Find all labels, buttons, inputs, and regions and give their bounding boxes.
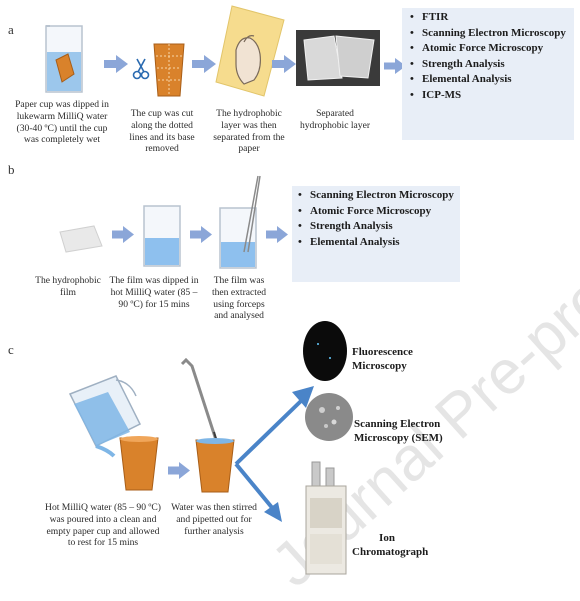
arrow-icon <box>190 226 212 243</box>
pouring-beaker-icon <box>68 375 142 458</box>
caption-c2: Water was then stirred and pipetted out … <box>171 502 257 537</box>
sem-image-icon <box>305 393 353 441</box>
caption-b2: The film was dipped in hot MilliQ water … <box>109 275 199 310</box>
arrow-icon <box>168 462 190 479</box>
beaker-with-forceps-icon <box>219 175 261 269</box>
technique-item: •Atomic Force Microscopy <box>298 204 432 217</box>
cut-cup-icon <box>153 43 185 97</box>
hand-peeling-icon <box>215 5 285 97</box>
caption-b1: The hydrophobic film <box>35 275 101 298</box>
technique-ion-chromatograph: Ion Chromatograph <box>352 532 429 558</box>
panel-b-technique-list: •Scanning Electron Microscopy •Atomic Fo… <box>292 186 460 282</box>
arrow-icon <box>266 226 288 243</box>
caption-a4: Separated hydrophobic layer <box>299 108 371 131</box>
hydrophobic-film-icon <box>59 225 103 253</box>
caption-a3: The hydrophobic layer was then separated… <box>213 108 285 155</box>
technique-sem: Scanning Electron Microscopy (SEM) <box>354 418 443 444</box>
separated-layer-icon <box>296 30 380 86</box>
caption-b3: The film was then extracted using forcep… <box>211 275 267 322</box>
caption-a2: The cup was cut along the dotted lines a… <box>129 108 195 155</box>
technique-item: •Scanning Electron Microscopy <box>298 189 454 201</box>
beaker-icon <box>143 205 181 267</box>
ion-chromatograph-icon <box>305 461 347 575</box>
technique-item: •Strength Analysis <box>410 57 505 70</box>
beaker-with-cup-icon <box>45 25 83 93</box>
technique-item: •Strength Analysis <box>298 220 393 232</box>
pipette-cup-icon <box>180 357 235 493</box>
arrow-icon <box>112 226 134 243</box>
scissors-icon <box>132 58 150 80</box>
panel-a-technique-list: •FTIR •Scanning Electron Microscopy •Ato… <box>402 8 574 140</box>
arrow-icon <box>192 55 216 73</box>
panel-a-label: a <box>8 22 14 37</box>
technique-item: •ICP-MS <box>410 88 462 101</box>
panel-c-label: c <box>8 342 14 357</box>
caption-c1: Hot MilliQ water (85 – 90 ºC) was poured… <box>45 502 161 549</box>
panel-b-label: b <box>8 162 15 177</box>
technique-item: •Elemental Analysis <box>298 235 400 248</box>
arrow-icon <box>272 55 296 73</box>
branch-arrows-icon <box>234 386 314 522</box>
caption-a1: Paper cup was dipped in lukewarm MilliQ … <box>15 99 109 146</box>
technique-item: •FTIR <box>410 11 449 23</box>
fluorescence-image-icon <box>303 321 347 381</box>
arrow-icon <box>384 58 406 74</box>
arrow-icon <box>104 55 128 73</box>
technique-fluorescence: Fluorescence Microscopy <box>352 346 413 372</box>
technique-item: •Elemental Analysis <box>410 73 512 85</box>
technique-item: •Atomic Force Microscopy <box>410 42 544 54</box>
technique-item: •Scanning Electron Microscopy <box>410 26 566 39</box>
paper-cup-icon <box>119 436 159 491</box>
